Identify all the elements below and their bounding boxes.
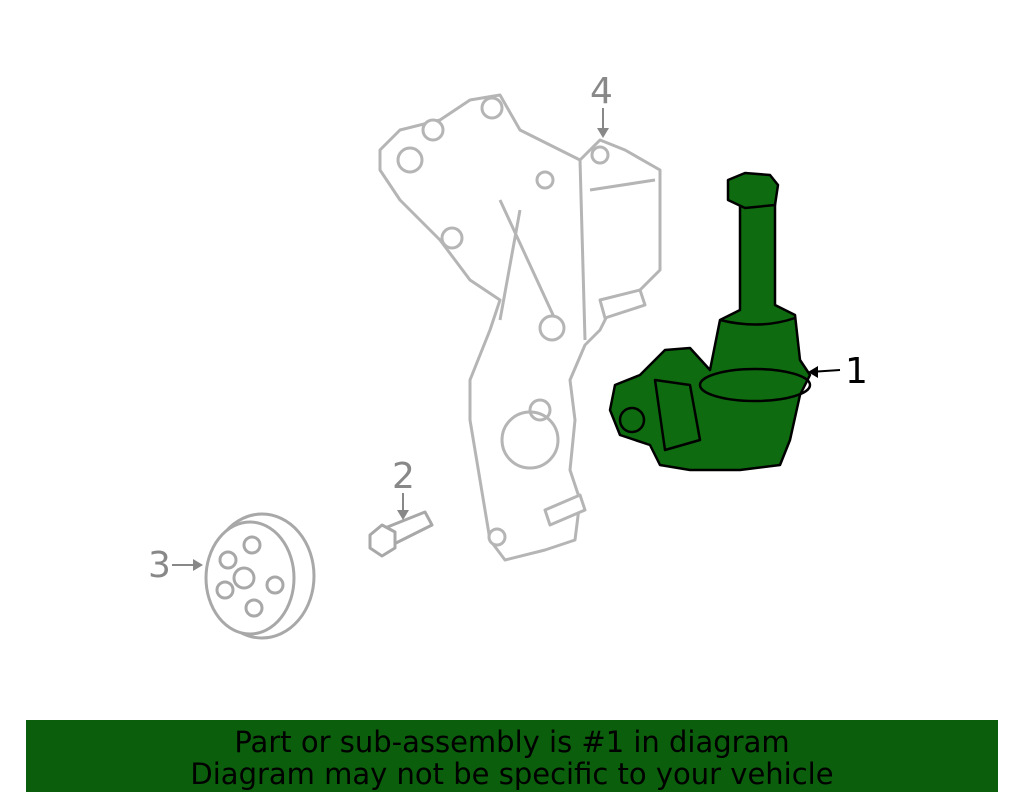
mounting-bracket-part-4[interactable] xyxy=(378,93,662,562)
power-steering-pump-part-1[interactable] xyxy=(608,171,812,472)
disclaimer-banner: Part or sub-assembly is #1 in diagram Di… xyxy=(26,720,998,792)
bolt-part-2[interactable] xyxy=(368,510,434,558)
callout-label-2: 2 xyxy=(392,456,415,497)
callout-2: 2 xyxy=(392,456,415,520)
banner-line-1: Part or sub-assembly is #1 in diagram xyxy=(234,725,790,759)
callout-3: 3 xyxy=(148,545,203,586)
callout-label-4: 4 xyxy=(590,71,613,112)
callout-1: 1 xyxy=(808,351,868,392)
callout-4: 4 xyxy=(590,71,613,138)
banner-line-2: Diagram may not be specific to your vehi… xyxy=(190,757,834,791)
callout-label-3: 3 xyxy=(148,545,171,586)
callout-label-1: 1 xyxy=(845,351,868,392)
parts-diagram: 1 2 3 4 xyxy=(148,71,868,640)
pulley-part-3[interactable] xyxy=(204,512,316,640)
